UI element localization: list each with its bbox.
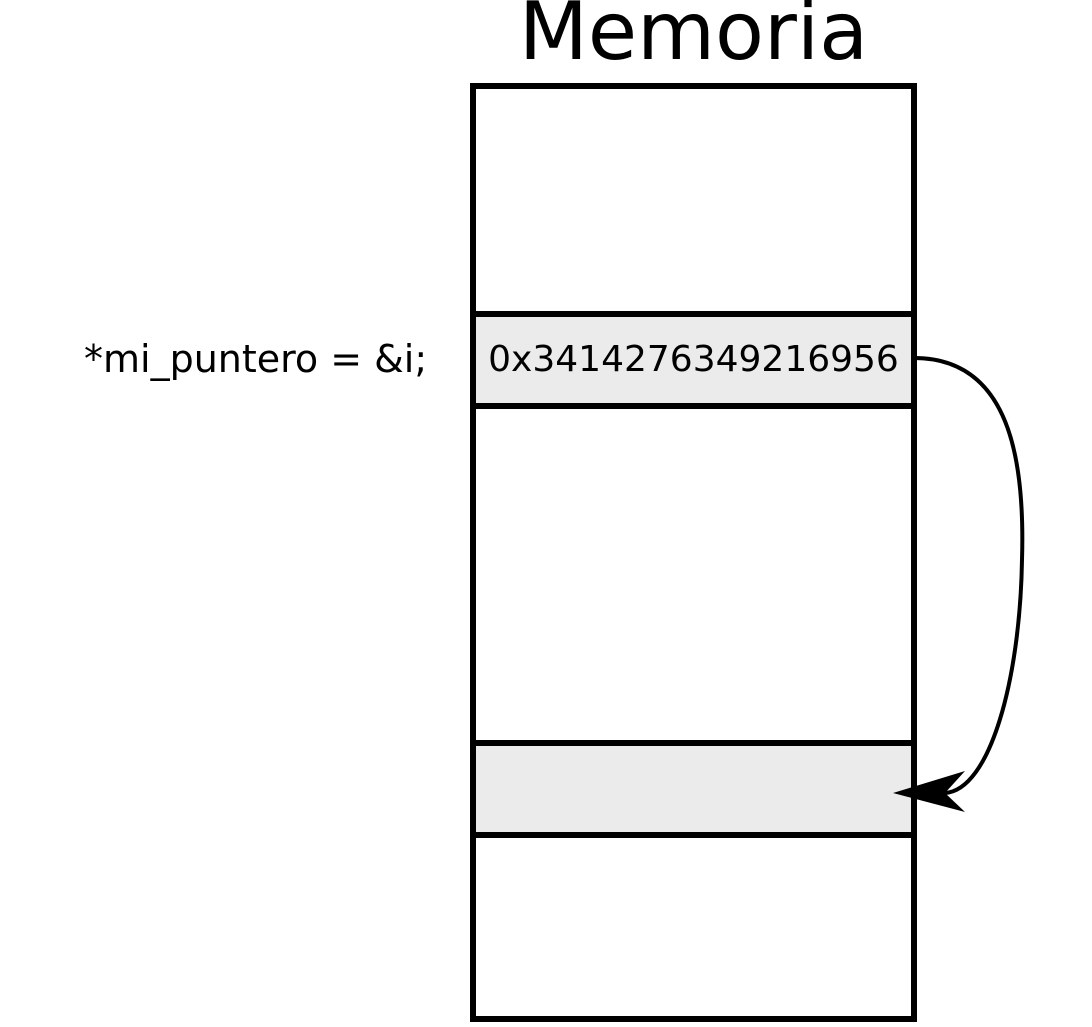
target-memory-cell <box>470 740 917 838</box>
diagram-title: Memoria <box>518 0 869 78</box>
memory-column <box>470 83 917 1022</box>
arrowhead-icon <box>893 771 965 812</box>
pointer-cell-value: 0x3414276349216956 <box>488 339 899 380</box>
code-label: *mi_puntero = &i; <box>84 337 428 381</box>
pointer-memory-cell <box>470 311 917 409</box>
pointer-arrow <box>913 356 1025 795</box>
